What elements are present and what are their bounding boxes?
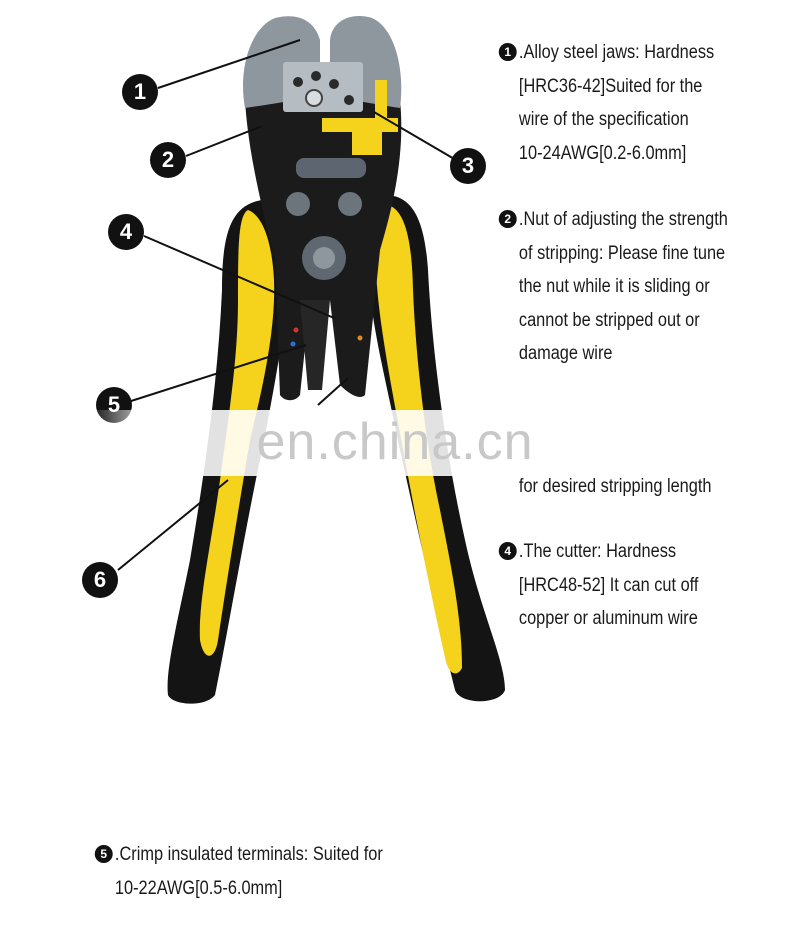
item-number-badge: 4 [498, 542, 517, 560]
description-1-line-3: wire of the specification [518, 109, 689, 130]
dot-orange [357, 335, 363, 341]
watermark-text: en.china.cn [256, 413, 534, 471]
callout-1: 1 [122, 74, 158, 110]
watermark-band [90, 410, 710, 476]
description-3-line-1: for desired stripping length [518, 476, 712, 497]
screw [305, 89, 323, 107]
description-1-line-2: [HRC36-42]Suited for the [518, 75, 703, 97]
description-2-line-2: of stripping: Please fine tune [518, 242, 726, 264]
screw [344, 95, 354, 105]
description-2-line-5: damage wire [518, 343, 613, 364]
description-5-line-1: .Crimp insulated terminals: Suited for [114, 844, 383, 865]
callout-6: 6 [82, 562, 118, 598]
description-2-line-3: the nut while it is sliding or [518, 276, 710, 297]
screw [311, 71, 321, 81]
adjusting-nut-inner [313, 247, 335, 269]
screw [293, 77, 303, 87]
length-stop-lever [375, 80, 387, 122]
item-number-badge: 1 [498, 43, 517, 61]
description-1: 1.Alloy steel jaws: Hardness [HRC36-42]S… [498, 36, 715, 170]
description-4: 4.The cutter: Hardness [HRC48-52] It can… [498, 535, 699, 636]
crimp-plate [283, 62, 363, 112]
dot-red [293, 327, 299, 333]
description-2-line-4: cannot be stripped out or [518, 309, 700, 331]
callout-4: 4 [108, 214, 144, 250]
callout-2: 2 [150, 142, 186, 178]
rivet [286, 192, 310, 216]
description-4-line-1: .The cutter: Hardness [518, 541, 677, 562]
description-5-line-2: 10-22AWG[0.5-6.0mm] [114, 877, 283, 899]
description-4-line-3: copper or aluminum wire [518, 608, 698, 629]
description-3: for desired stripping length [500, 470, 712, 504]
leader-lines [117, 39, 457, 571]
screw [329, 79, 339, 89]
description-1-line-1: .Alloy steel jaws: Hardness [518, 42, 715, 63]
item-number-badge: 2 [498, 210, 517, 228]
callout-3: 3 [450, 148, 486, 184]
rivet [338, 192, 362, 216]
description-4-line-2: [HRC48-52] It can cut off [518, 574, 699, 596]
spring [296, 158, 366, 178]
length-stop [322, 118, 398, 155]
description-1-line-4: 10-24AWG[0.2-6.0mm] [518, 142, 687, 164]
description-2: 2.Nut of adjusting the strength of strip… [498, 203, 728, 371]
cutter-blade [300, 300, 330, 390]
dot-blue [290, 341, 296, 347]
item-number-badge: 5 [94, 845, 113, 863]
description-2-line-1: .Nut of adjusting the strength [518, 209, 728, 230]
description-5: 5.Crimp insulated terminals: Suited for … [94, 838, 383, 905]
